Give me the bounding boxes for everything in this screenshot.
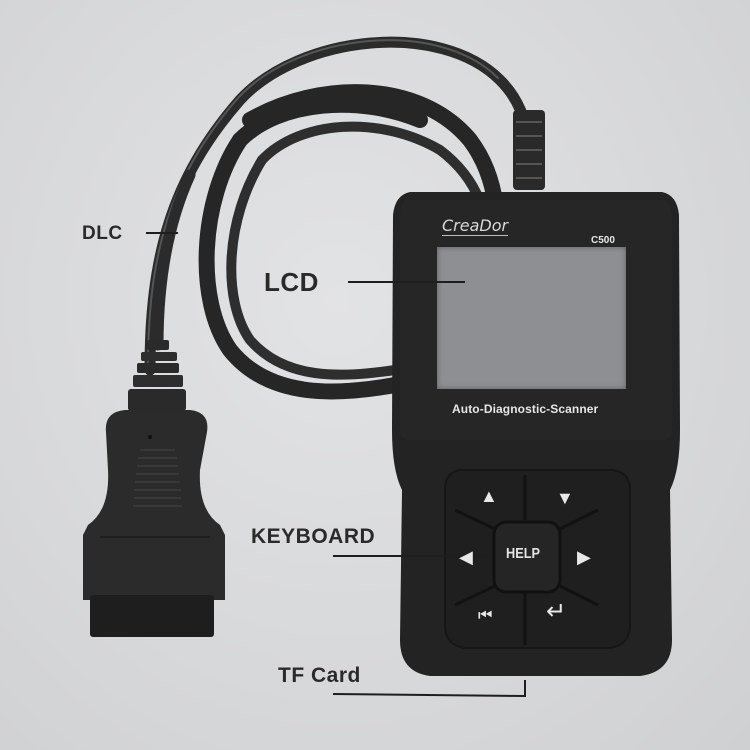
- device-subtitle: Auto-Diagnostic-Scanner: [452, 402, 599, 416]
- obd-connector-icon: [83, 340, 225, 637]
- strain-relief-icon: [513, 110, 545, 190]
- brand-logo: CreaDor: [442, 216, 509, 236]
- tf-card-leader-line: [332, 680, 526, 698]
- back-icon[interactable]: ⏮: [478, 607, 493, 624]
- up-arrow-icon[interactable]: ▲: [480, 486, 498, 506]
- right-arrow-icon[interactable]: ▶: [577, 547, 591, 567]
- model-number: C500: [591, 235, 615, 246]
- enter-icon[interactable]: ↵: [546, 598, 567, 625]
- tf-card-label: TF Card: [278, 664, 361, 687]
- lcd-label: LCD: [264, 267, 319, 297]
- lcd-screen: [437, 247, 626, 389]
- help-button[interactable]: HELP: [506, 545, 541, 562]
- left-arrow-icon[interactable]: ◀: [459, 547, 473, 567]
- lcd-leader-overlay: [437, 281, 465, 283]
- dlc-label: DLC: [82, 223, 123, 244]
- keyboard-label: KEYBOARD: [251, 525, 376, 548]
- down-arrow-icon[interactable]: ▼: [556, 488, 574, 508]
